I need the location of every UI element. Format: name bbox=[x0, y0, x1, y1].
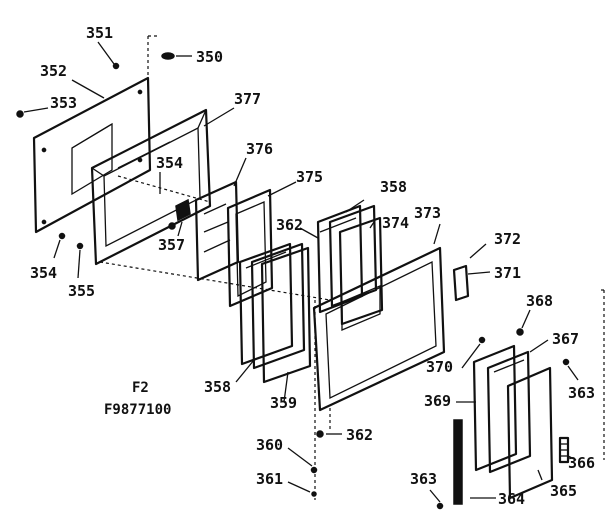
callout-352: 352 bbox=[40, 62, 67, 80]
rear-panel-352 bbox=[32, 76, 152, 234]
callout-354-lower: 354 bbox=[30, 264, 57, 282]
fasteners bbox=[16, 52, 570, 510]
screw-360 bbox=[310, 466, 318, 474]
hinge-bracket-357 bbox=[168, 198, 191, 230]
screw-363a bbox=[562, 358, 570, 366]
screw-368 bbox=[516, 328, 524, 336]
callout-360: 360 bbox=[256, 436, 283, 454]
callout-358-upper: 358 bbox=[380, 178, 407, 196]
callout-labels: 351 350 352 353 377 376 354 375 358 362 … bbox=[30, 24, 595, 508]
frame-377 bbox=[90, 108, 212, 266]
callout-376: 376 bbox=[246, 140, 273, 158]
callout-373: 373 bbox=[414, 204, 441, 222]
screw-361 bbox=[311, 491, 317, 497]
callout-361: 361 bbox=[256, 470, 283, 488]
callout-366: 366 bbox=[568, 454, 595, 472]
callout-374: 374 bbox=[382, 214, 409, 232]
callout-355: 355 bbox=[68, 282, 95, 300]
callout-372: 372 bbox=[494, 230, 521, 248]
callout-365: 365 bbox=[550, 482, 577, 500]
callout-368: 368 bbox=[526, 292, 553, 310]
callout-357: 357 bbox=[158, 236, 185, 254]
screw-362 bbox=[316, 430, 324, 438]
screw-354 bbox=[58, 232, 66, 240]
callout-350: 350 bbox=[196, 48, 223, 66]
screw-353 bbox=[16, 110, 24, 118]
gasket-375 bbox=[226, 188, 274, 308]
callout-377: 377 bbox=[234, 90, 261, 108]
callout-364: 364 bbox=[498, 490, 525, 508]
callout-363-right: 363 bbox=[568, 384, 595, 402]
spring-366 bbox=[558, 436, 570, 464]
caption-part-number: F9877100 bbox=[104, 402, 171, 418]
screw-350 bbox=[161, 52, 175, 60]
screw-370 bbox=[478, 336, 486, 344]
callout-351: 351 bbox=[86, 24, 113, 42]
callout-367: 367 bbox=[552, 330, 579, 348]
screw-363b bbox=[436, 502, 444, 510]
callout-358-lower: 358 bbox=[204, 378, 231, 396]
bracket-371 bbox=[452, 264, 470, 302]
callout-370: 370 bbox=[426, 358, 453, 376]
callout-375: 375 bbox=[296, 168, 323, 186]
callout-353: 353 bbox=[50, 94, 77, 112]
callout-369: 369 bbox=[424, 392, 451, 410]
callout-354-upper: 354 bbox=[156, 154, 183, 172]
glass-pane-376 bbox=[194, 180, 240, 282]
side-panels-369-365 bbox=[472, 344, 554, 500]
leader-lines bbox=[23, 41, 579, 503]
screw-351 bbox=[112, 62, 120, 70]
strip-364 bbox=[453, 419, 463, 505]
figure-caption: F2 F9877100 bbox=[104, 380, 171, 418]
outer-door-373 bbox=[312, 246, 446, 412]
callout-371: 371 bbox=[494, 264, 521, 282]
screw-355 bbox=[76, 242, 84, 250]
callout-359: 359 bbox=[270, 394, 297, 412]
callout-363-lower: 363 bbox=[410, 470, 437, 488]
callout-362-upper: 362 bbox=[276, 216, 303, 234]
callout-362-lower: 362 bbox=[346, 426, 373, 444]
glass-panels-358-lower bbox=[238, 242, 312, 384]
caption-figure-number: F2 bbox=[132, 380, 149, 396]
